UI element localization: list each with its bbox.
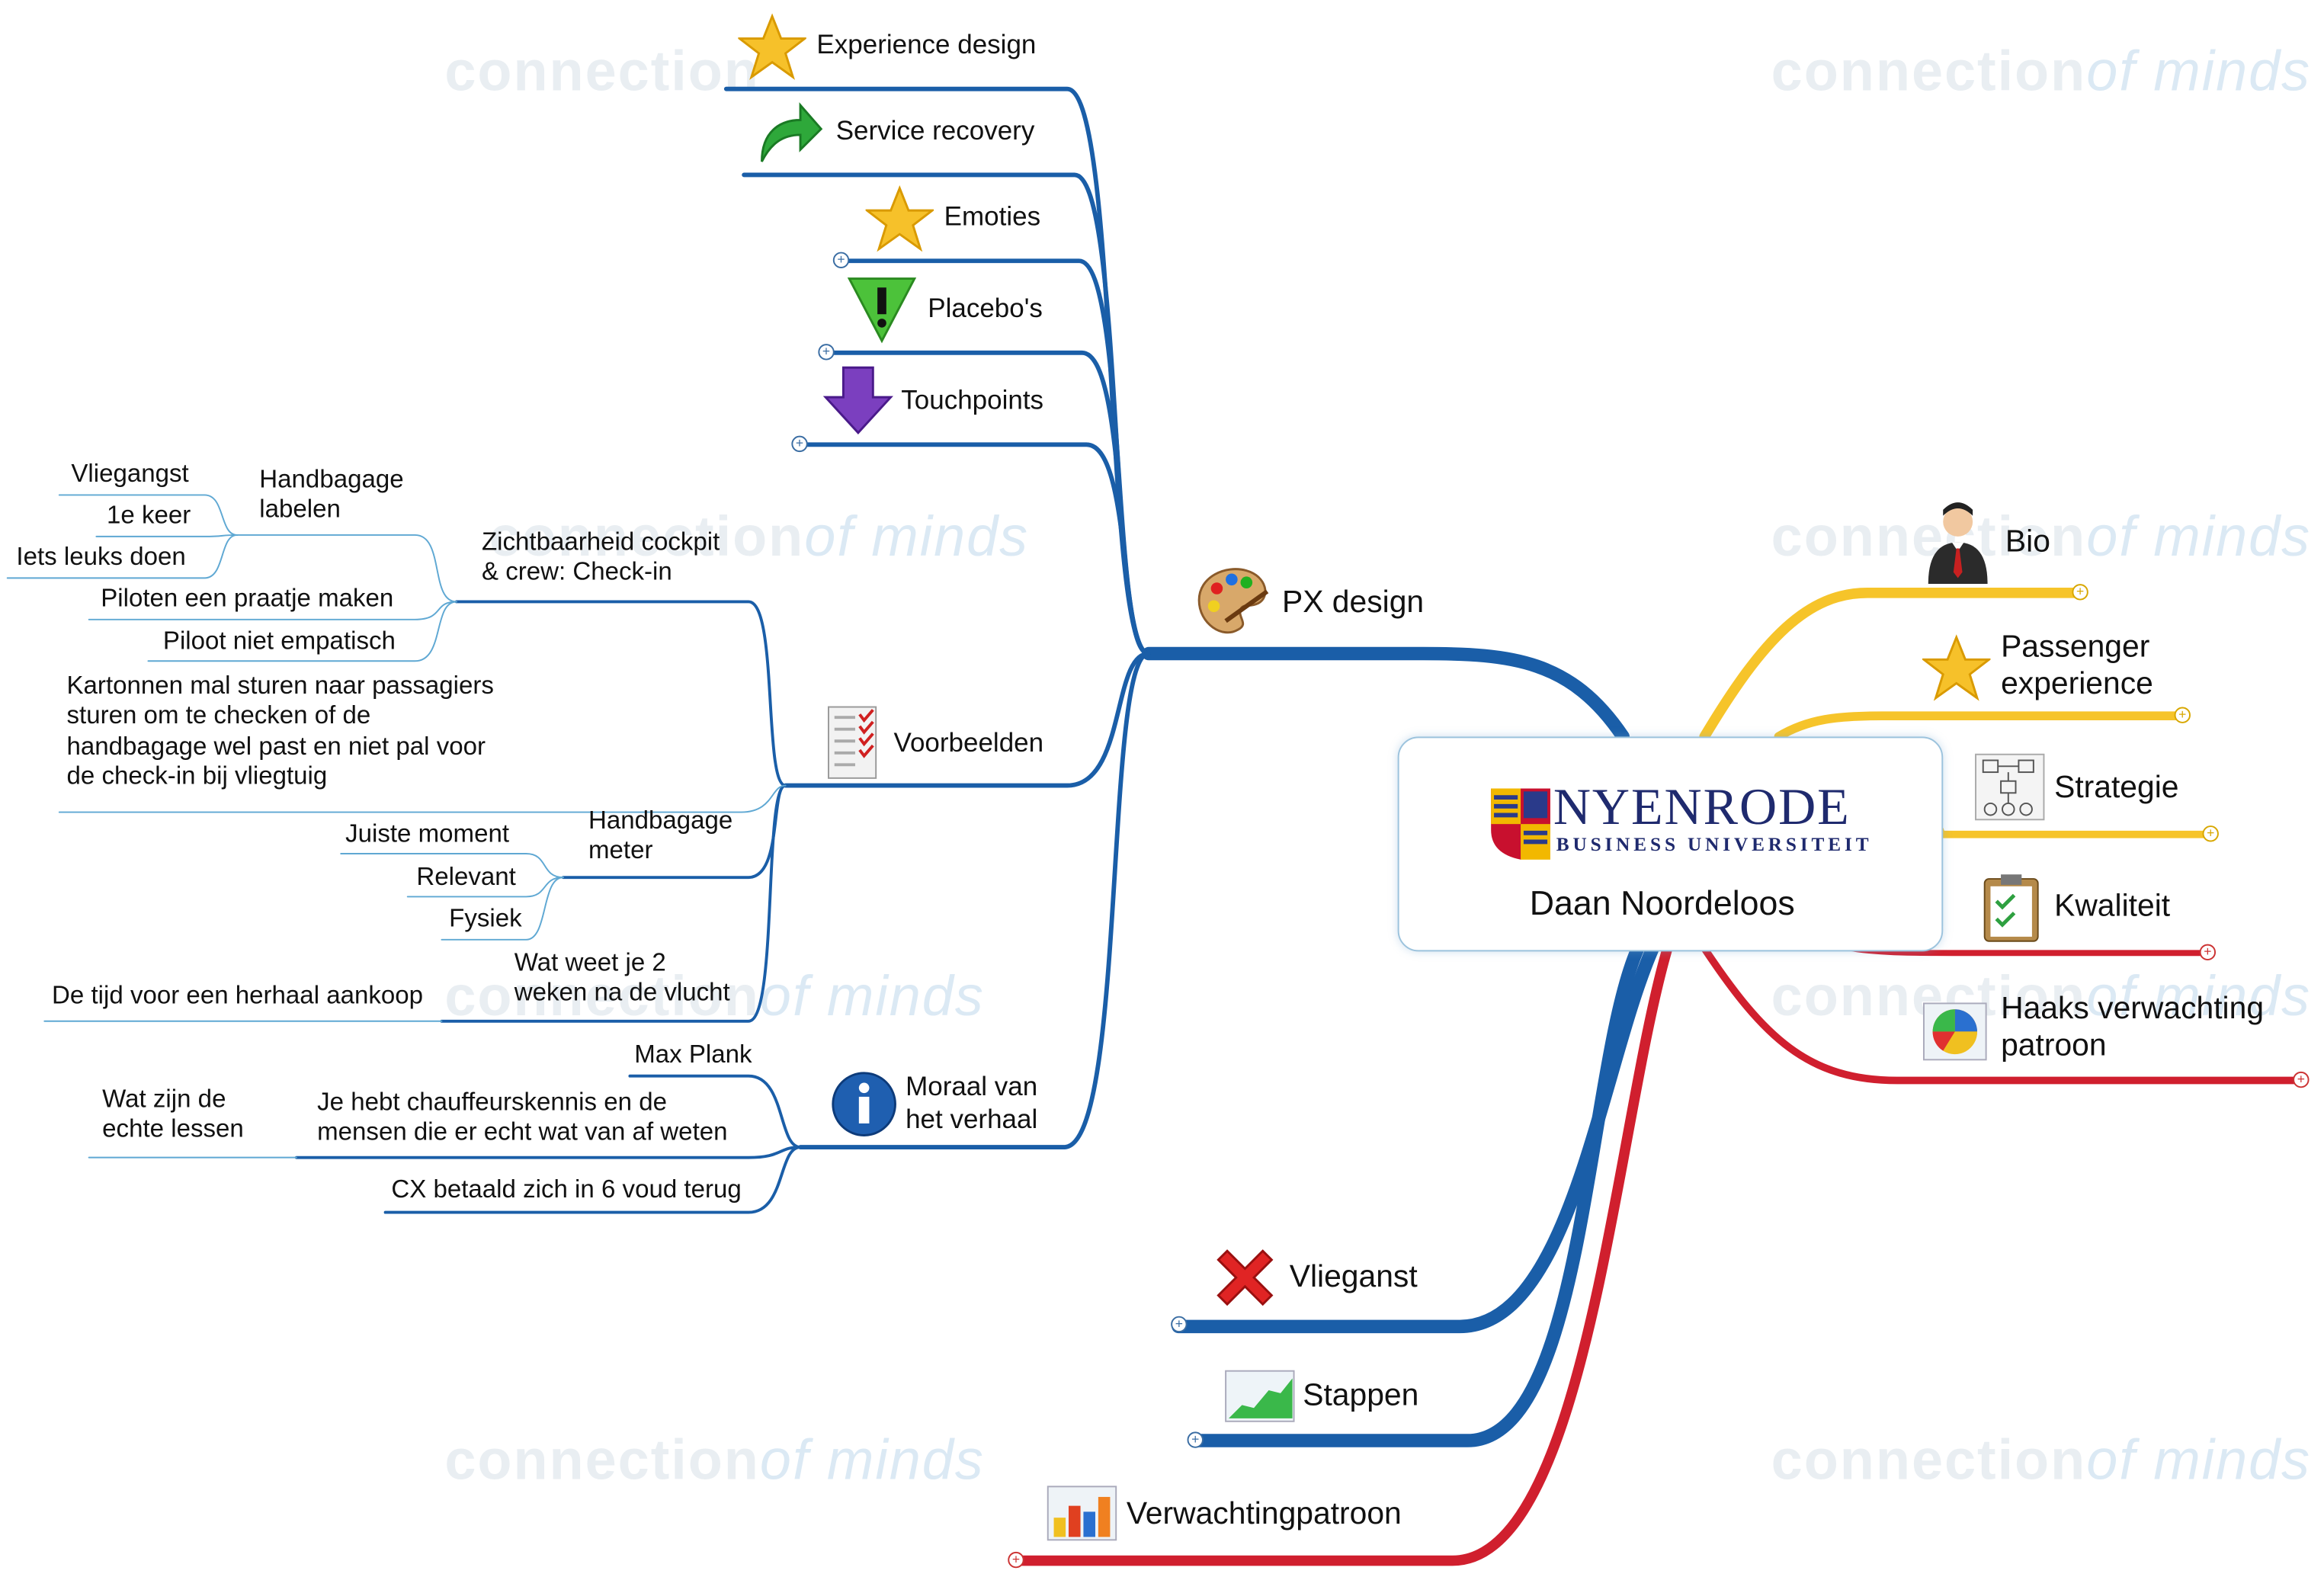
- node-kartonnen[interactable]: Kartonnen mal sturen naar passagiers stu…: [66, 671, 494, 790]
- branch-strategie[interactable]: Strategie: [2054, 771, 2179, 805]
- node-placebos[interactable]: Placebo's: [928, 293, 1043, 323]
- expand-toggle[interactable]: +: [832, 252, 850, 268]
- node-voorbeelden[interactable]: Voorbeelden: [893, 727, 1044, 758]
- watermark: connectionof minds: [489, 507, 1030, 569]
- branch-bio[interactable]: Bio: [2005, 524, 2050, 559]
- node-moraal[interactable]: Moraal van het verhaal: [906, 1071, 1038, 1133]
- bar-chart-icon: [1047, 1486, 1117, 1541]
- branch-haaks-verwachting[interactable]: Haaks verwachting patroon: [2001, 991, 2265, 1063]
- pie-chart-icon: [1922, 1002, 1987, 1061]
- red-x-icon: [1216, 1249, 1274, 1306]
- clipboard-icon: [1983, 874, 2039, 942]
- expand-toggle[interactable]: +: [2202, 825, 2219, 842]
- line-chart-icon: [1225, 1370, 1295, 1422]
- node-cx[interactable]: CX betaald zich in 6 voud terug: [391, 1175, 742, 1204]
- branch-kwaliteit[interactable]: Kwaliteit: [2054, 889, 2171, 924]
- info-icon: [832, 1072, 896, 1136]
- watermark: connectionof minds: [444, 1430, 985, 1493]
- node-iets-leuks[interactable]: Iets leuks doen: [16, 542, 186, 571]
- node-wat-zijn[interactable]: Wat zijn de echte lessen: [102, 1085, 244, 1143]
- flowchart-icon: [1975, 753, 2045, 821]
- watermark: connectionof minds: [444, 966, 985, 1029]
- node-juiste-moment[interactable]: Juiste moment: [345, 819, 510, 848]
- expand-toggle[interactable]: +: [1008, 1551, 1024, 1569]
- watermark: connectionof minds: [1771, 1430, 2312, 1493]
- branch-passenger-experience[interactable]: Passenger experience: [2001, 630, 2153, 702]
- expand-toggle[interactable]: +: [1171, 1316, 1188, 1333]
- nyenrode-crest-icon: [1491, 788, 1550, 860]
- watermark: connection: [444, 41, 760, 104]
- node-piloten[interactable]: Piloten een praatje maken: [101, 584, 394, 613]
- node-chauffeur[interactable]: Je hebt chauffeurskennis en de mensen di…: [317, 1088, 728, 1146]
- checklist-icon: [828, 706, 877, 779]
- node-handbagage-meter[interactable]: Handbagage meter: [588, 806, 733, 865]
- branch-verwachtingpatroon[interactable]: Verwachtingpatroon: [1126, 1496, 1402, 1531]
- star-icon: [738, 13, 806, 80]
- node-1e-keer[interactable]: 1e keer: [107, 501, 191, 530]
- watermark: connectionof minds: [1771, 41, 2312, 104]
- palette-icon: [1197, 568, 1269, 634]
- green-arrow-icon: [761, 102, 823, 162]
- expand-toggle[interactable]: +: [2293, 1071, 2310, 1088]
- node-vliegangst[interactable]: Vliegangst: [71, 459, 189, 488]
- expand-toggle[interactable]: +: [1187, 1431, 1204, 1448]
- purple-down-arrow-icon: [822, 366, 893, 434]
- branch-stappen[interactable]: Stappen: [1303, 1378, 1419, 1413]
- expand-toggle[interactable]: +: [818, 344, 835, 361]
- branch-px-design[interactable]: PX design: [1281, 585, 1425, 620]
- watermark: connectionof minds: [1771, 507, 2312, 569]
- node-piloot[interactable]: Piloot niet empatisch: [162, 627, 396, 655]
- logo-subtitle: BUSINESS UNIVERSITEIT: [1556, 832, 1873, 855]
- expand-toggle[interactable]: +: [2199, 944, 2217, 961]
- node-max-plank[interactable]: Max Plank: [634, 1040, 752, 1069]
- businessman-icon: [1928, 502, 1988, 585]
- node-relevant[interactable]: Relevant: [416, 862, 516, 891]
- star-icon: [865, 185, 934, 252]
- central-title: Daan Noordeloos: [1529, 883, 1795, 922]
- logo-wordmark: NYENRODE: [1553, 777, 1851, 836]
- node-service-recovery[interactable]: Service recovery: [835, 115, 1035, 146]
- node-handbagage-labelen[interactable]: Handbagage labelen: [259, 465, 404, 524]
- node-wat-weet[interactable]: Wat weet je 2 weken na de vlucht: [514, 948, 730, 1008]
- expand-toggle[interactable]: +: [791, 435, 808, 453]
- expand-toggle[interactable]: +: [2174, 707, 2191, 723]
- branch-vlieganst[interactable]: Vlieganst: [1289, 1259, 1418, 1294]
- node-emoties[interactable]: Emoties: [944, 201, 1041, 232]
- expand-toggle[interactable]: +: [2072, 584, 2088, 601]
- node-de-tijd[interactable]: De tijd voor een herhaal aankoop: [52, 981, 424, 1010]
- node-zichtbaarheid[interactable]: Zichtbaarheid cockpit & crew: Check-in: [481, 527, 720, 586]
- warning-icon: [847, 277, 917, 344]
- node-experience-design[interactable]: Experience design: [816, 29, 1037, 59]
- node-touchpoints[interactable]: Touchpoints: [901, 385, 1044, 415]
- star-icon: [1922, 634, 1991, 701]
- node-fysiek[interactable]: Fysiek: [449, 904, 522, 933]
- central-topic[interactable]: NYENRODE BUSINESS UNIVERSITEIT Daan Noor…: [1397, 736, 1944, 952]
